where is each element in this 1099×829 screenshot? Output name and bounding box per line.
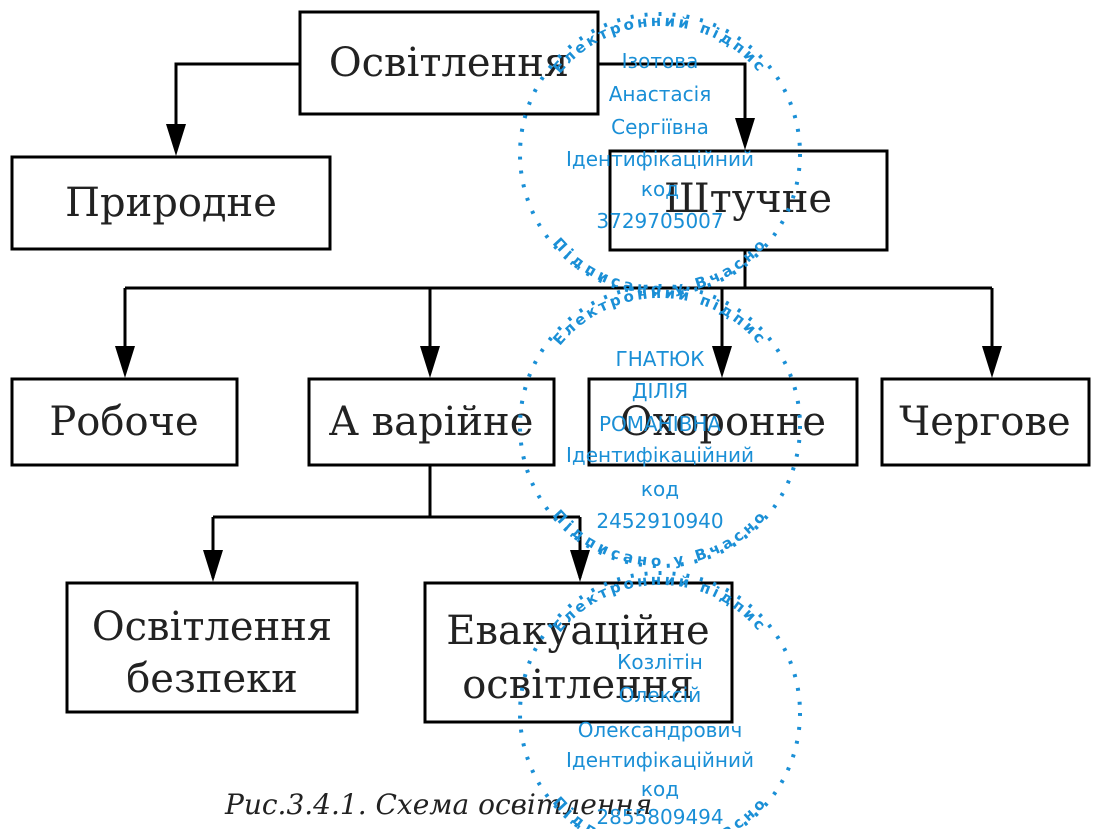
stamp-signer-line1: ГНАТЮК xyxy=(616,347,705,371)
edge-root-natural xyxy=(174,62,300,148)
node-root: Освітлення xyxy=(298,10,600,116)
arrowhead xyxy=(420,346,440,378)
stamp-code-label: код xyxy=(641,177,679,201)
node-duty: Чергове xyxy=(880,377,1091,467)
stamp-id-code: 2452910940 xyxy=(596,509,723,533)
node-safety-label-line1: Освітлення xyxy=(92,604,332,650)
node-root-label: Освітлення xyxy=(329,40,569,86)
node-security: Охоронне xyxy=(587,377,859,467)
node-evac-label-line1: Евакуаційне xyxy=(446,608,709,654)
stamp-code-label: код xyxy=(641,477,679,501)
arrowhead xyxy=(735,118,755,150)
node-working: Робоче xyxy=(10,377,239,467)
node-safety-lighting: Освітлення безпеки xyxy=(65,581,359,714)
node-safety-label-line2: безпеки xyxy=(126,656,298,702)
arrowhead xyxy=(712,346,732,378)
stamp-id-code: 3729705007 xyxy=(596,209,723,233)
stamp-signer-line2: Анастасія xyxy=(609,82,712,106)
figure-caption: Рис.3.4.1. Схема освітлення xyxy=(224,788,652,821)
node-working-label: Робоче xyxy=(49,399,198,445)
arrowhead xyxy=(982,346,1002,378)
stamp-id-code: 2855809494 xyxy=(596,805,723,829)
node-artificial-label: Штучне xyxy=(664,176,832,222)
node-natural: Природне xyxy=(10,155,332,251)
stamp-ring xyxy=(518,571,802,829)
node-emergency: А варійне xyxy=(307,377,556,467)
node-artificial: Штучне xyxy=(608,149,889,252)
node-duty-label: Чергове xyxy=(899,399,1070,445)
node-evac-label-line2: освітлення xyxy=(462,662,694,708)
stamp-signer-line3: Олександрович xyxy=(578,718,743,742)
stamp-top-arc-text: Електронний підпис xyxy=(549,284,771,349)
stamp-signer-line1: Козлітін xyxy=(617,650,703,674)
arrowhead xyxy=(570,550,590,582)
stamp-signer-line2: Олексій xyxy=(619,683,701,707)
stamp-ring xyxy=(518,284,802,568)
arrowhead xyxy=(203,550,223,582)
stamp-code-label: код xyxy=(641,777,679,801)
stamp-ring xyxy=(518,12,802,296)
stamp-id-label: Ідентифікаційний xyxy=(566,147,754,171)
arrowhead xyxy=(115,346,135,378)
stamp-signer-line1: Ізотова xyxy=(622,49,699,73)
diagram-edges xyxy=(115,62,1002,582)
arrowhead xyxy=(166,124,186,156)
node-emergency-label: А варійне xyxy=(329,399,534,445)
stamp-signer-line3: Сергіївна xyxy=(611,115,709,139)
node-evacuation-lighting: Евакуаційне освітлення xyxy=(423,581,734,724)
stamp-signer-line3: РОМАНІВНА xyxy=(599,412,721,436)
node-natural-label: Природне xyxy=(65,180,277,226)
stamp-signer-line2: ДІЛІЯ xyxy=(632,379,688,403)
node-security-label: Охоронне xyxy=(620,399,826,445)
edge-root-artificial xyxy=(598,62,747,143)
stamp-id-label: Ідентифікаційний xyxy=(566,443,754,467)
stamp-id-label: Ідентифікаційний xyxy=(566,748,754,772)
